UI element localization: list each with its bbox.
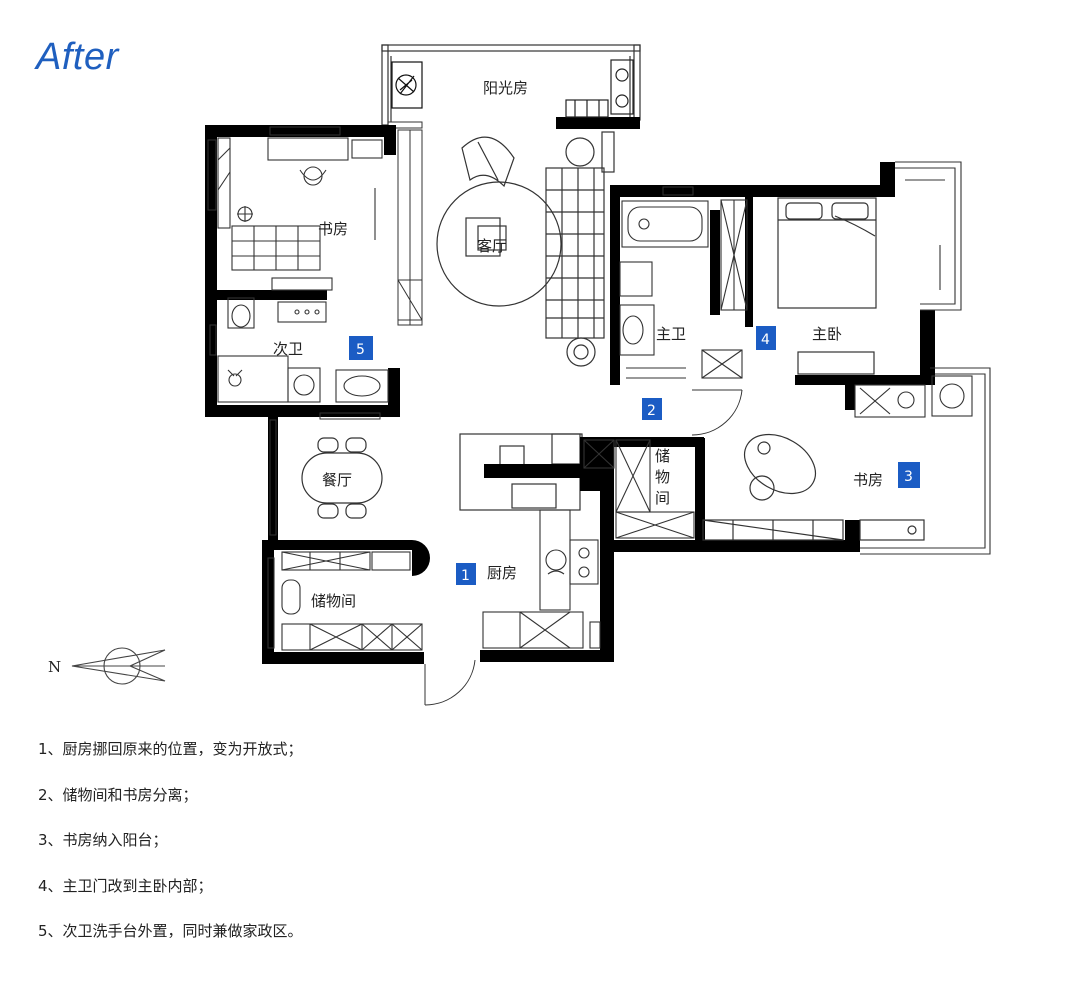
- kitchen-fixtures: [482, 439, 615, 649]
- dining-walls: [262, 415, 372, 550]
- entry-door: [424, 659, 476, 706]
- compass-arrow-icon: [71, 647, 166, 685]
- left-storage-fixtures: [267, 551, 423, 651]
- sliding-door: [397, 129, 423, 326]
- label-storage-mid-2: 物: [655, 468, 670, 486]
- study-right-furniture: [702, 433, 925, 541]
- plant-icon: [391, 61, 423, 109]
- second-bath-walls: [205, 290, 400, 417]
- label-study-left: 书房: [318, 220, 348, 238]
- master-bath-fixtures: [619, 199, 748, 379]
- second-bath-fixtures: [209, 297, 389, 403]
- note-item: 2、储物间和书房分离；: [38, 785, 198, 804]
- label-dining: 餐厅: [322, 471, 352, 489]
- dining-window: [269, 419, 277, 536]
- compass-north-label: N: [48, 658, 61, 676]
- study-left-walls: [205, 125, 396, 300]
- badge-4: 4: [756, 326, 776, 350]
- badge-5: 5: [349, 336, 373, 360]
- mid-storage: [615, 439, 695, 539]
- master-bed: [777, 197, 877, 375]
- note-item: 5、次卫洗手台外置，同时兼做家政区。: [38, 922, 303, 940]
- laundry-sink-icon: [565, 59, 634, 118]
- dining-table: [301, 437, 383, 519]
- note-item: 1、厨房挪回原来的位置，变为开放式；: [38, 740, 303, 758]
- left-storage-walls: [262, 540, 430, 664]
- label-storage-mid-1: 储: [655, 447, 670, 465]
- study-right-walls: [604, 375, 930, 552]
- master-bath-door: [626, 367, 743, 436]
- badge-1: 1: [456, 563, 476, 585]
- kitchen-walls: [480, 437, 614, 662]
- label-storage-left: 储物间: [311, 592, 356, 610]
- study-left-window: [207, 126, 341, 211]
- master-walls: [610, 162, 935, 385]
- master-bath-window: [662, 186, 694, 196]
- label-kitchen: 厨房: [487, 564, 517, 582]
- living-furniture: [436, 131, 615, 367]
- badge-4-text: 4: [761, 332, 770, 348]
- study-right-balcony: [854, 367, 991, 555]
- label-second-bath: 次卫: [273, 340, 303, 358]
- notes-list: 1、厨房挪回原来的位置，变为开放式； 2、储物间和书房分离； 3、书房纳入阳台；…: [38, 738, 303, 966]
- label-storage-mid-3: 间: [655, 489, 670, 507]
- badge-2-text: 2: [647, 403, 656, 419]
- badge-3-text: 3: [904, 469, 913, 485]
- badge-1-text: 1: [461, 568, 470, 584]
- badge-2: 2: [642, 398, 662, 420]
- label-master-bed: 主卧: [812, 325, 842, 343]
- note-item: 4、主卫门改到主卧内部；: [38, 876, 213, 895]
- label-study-right: 书房: [853, 471, 883, 489]
- sunroom-wall-right: [556, 117, 640, 129]
- badge-3: 3: [898, 462, 920, 488]
- study-left-furniture: [217, 137, 383, 291]
- floor-plan: 阳光房 书房 客厅 次卫 主卫 主卧 储 物 间 餐厅 书房 厨房 储物间 1 …: [48, 44, 991, 706]
- note-item: 3、书房纳入阳台；: [38, 831, 168, 849]
- label-master-bath: 主卫: [656, 325, 686, 343]
- page-heading: After: [36, 36, 119, 78]
- label-sunroom: 阳光房: [483, 79, 528, 97]
- second-bath-threshold: [319, 412, 381, 420]
- master-balcony: [895, 161, 962, 311]
- badge-5-text: 5: [356, 342, 365, 358]
- label-living: 客厅: [477, 237, 507, 255]
